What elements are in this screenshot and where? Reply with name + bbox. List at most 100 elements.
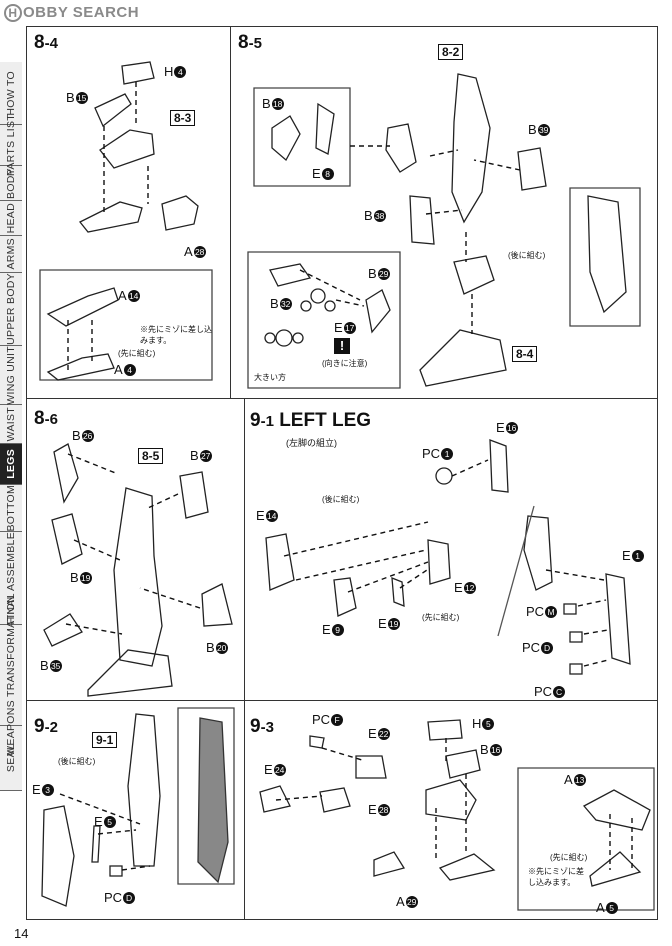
panel-8-4 [26, 26, 232, 400]
ref-8-3: 8-3 [170, 110, 196, 126]
note-first-9-1: (先に組む) [422, 613, 460, 622]
step-9-3-title: 9-3 [250, 716, 274, 737]
part-h4 [121, 61, 155, 85]
page-number: 14 [14, 926, 29, 941]
note-first: (先に組む) [118, 349, 156, 358]
note-later: (後に組む) [508, 251, 546, 260]
part-side [161, 195, 199, 231]
side-tab-bottom: BOTTOM [0, 485, 22, 532]
detail-box-8-4 [39, 269, 213, 381]
side-tab-wing-unit: WING UNIT [0, 346, 22, 405]
step-8-4-title: 8-4 [34, 32, 58, 54]
note-groove-9-3: ※先にミゾに差し込みます。 [528, 867, 584, 887]
ref-8-5: 8-5 [138, 448, 164, 464]
left-leg-subtitle: (左脚の組立) [286, 438, 337, 448]
ref-8-2: 8-2 [438, 44, 464, 60]
ref-8-4: 8-4 [512, 346, 538, 362]
side-tab-arms: ARMS [0, 236, 22, 273]
side-tab-body: BODY [0, 166, 22, 201]
step-9-1-title: 9-1 LEFT LEG [250, 410, 372, 431]
note-later-9-2: (後に組む) [58, 757, 96, 766]
leg-8-6 [113, 487, 163, 667]
part-a28-base [78, 201, 143, 233]
part-b15 [94, 93, 132, 128]
leg-frame-8-5 [451, 73, 491, 224]
side-tab-upper-body: UPPER BODY [0, 273, 22, 346]
detail-box-joint [247, 251, 401, 389]
ref-9-1: 9-1 [92, 732, 118, 748]
part-83-body [99, 129, 155, 169]
left-leg-heading: LEFT LEG [279, 410, 372, 431]
step-9-2-title: 9-2 [34, 716, 58, 737]
step-major: 8 [34, 32, 45, 53]
side-tab-parts-list: PARTS LIST [0, 114, 22, 176]
detail-box-leg [569, 187, 641, 327]
detail-box-9-2 [177, 707, 235, 885]
note-first-9-3: (先に組む) [550, 853, 588, 862]
part-a4 [46, 353, 115, 381]
caution-icon: ! [334, 338, 350, 354]
note-larger-side: 大きい方 [254, 373, 286, 382]
side-tab-how-to: HOW TO [0, 62, 22, 125]
part-a14 [46, 287, 119, 327]
detail-box-9-3 [517, 767, 655, 911]
logo-badge: H [4, 4, 22, 22]
logo-text: OBBY SEARCH [23, 4, 140, 21]
note-groove: ※先にミゾに差し込みます。 [140, 325, 212, 345]
step-8-5-title: 8-5 [238, 32, 262, 53]
note-orientation: (向きに注意) [322, 359, 368, 368]
side-tab-waist: WAIST [0, 405, 22, 444]
step-8-6-title: 8-6 [34, 408, 58, 429]
note-later-9-1: (後に組む) [322, 495, 360, 504]
step-minor: -4 [44, 35, 58, 52]
side-tab-head: HEAD [0, 201, 22, 236]
detail-box-8-5 [253, 87, 351, 187]
side-tab-final-assemble: FINAL ASSEMBLE [0, 532, 22, 625]
foot-8-4 [419, 329, 507, 387]
side-tab-weapons-transformation: WEAPONS TRANSFORMATION [0, 595, 22, 755]
side-tab-legs: LEGS [0, 444, 22, 485]
